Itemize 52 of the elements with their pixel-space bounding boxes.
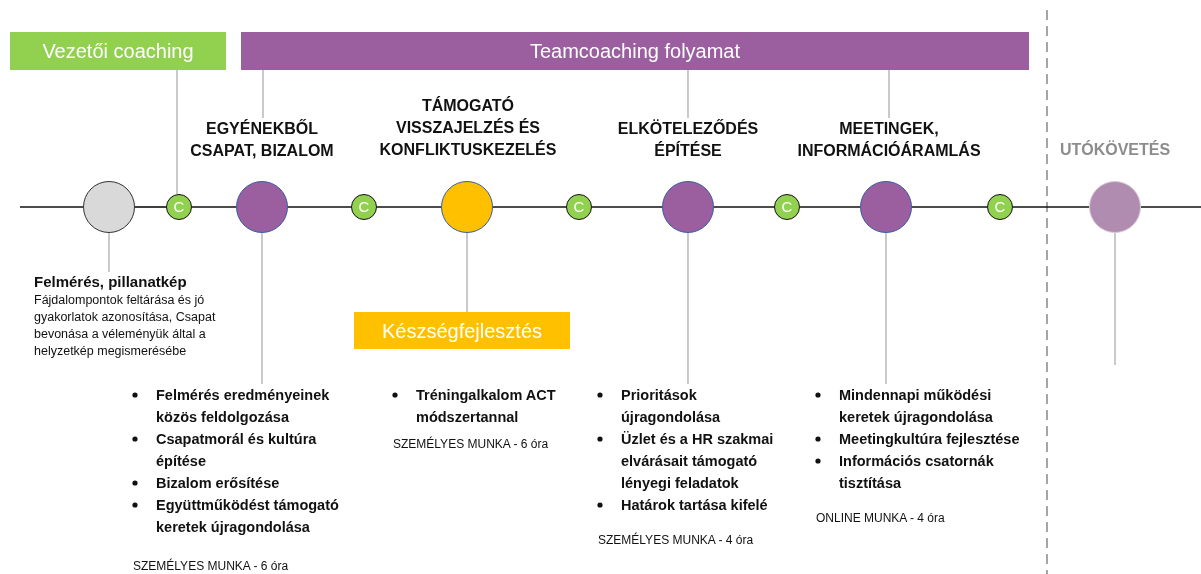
- list-item: Bizalom erősítése: [156, 474, 280, 493]
- list-item: Üzlet és a HR szakmai elvárásait támogató lényegi feladatok: [621, 430, 775, 493]
- timeline-line: [1012, 206, 1090, 208]
- timeline-line: [492, 206, 567, 208]
- timeline-line: [19, 206, 84, 208]
- leader-line: [262, 69, 264, 119]
- step-description: Fájdalompontok feltárása és jó gyakorlatok azonosítása, Csapat bevonása a véleményük által a helyzetkép megismerésébe: [34, 292, 217, 360]
- phase-banner: Készségfejlesztés: [354, 312, 570, 349]
- coaching-marker: C: [166, 194, 192, 220]
- leader-line: [687, 69, 689, 119]
- list-item: Csapatmorál és kultúra építése: [156, 430, 318, 471]
- leader-line: [885, 232, 887, 385]
- leader-line: [176, 69, 178, 195]
- work-note: SZEMÉLYES MUNKA - 6 óra: [133, 558, 290, 574]
- leader-line: [108, 232, 110, 273]
- list-item: Felmérés eredményeinek közös feldolgozása: [156, 386, 331, 427]
- list-item: Prioritások újragondolása: [621, 386, 722, 427]
- phase-heading: MEETINGEK, INFORMÁCIÓÁRAMLÁS: [779, 118, 999, 162]
- leader-line: [1114, 232, 1116, 366]
- leader-line: [261, 232, 263, 385]
- list-item: Határok tartása kifelé: [621, 496, 768, 515]
- timeline-line: [713, 206, 775, 208]
- work-note: SZEMÉLYES MUNKA - 6 óra: [393, 436, 550, 452]
- phase-heading: ELKÖTELEZŐDÉS ÉPÍTÉSE: [603, 118, 773, 162]
- work-note: ONLINE MUNKA - 4 óra: [816, 510, 946, 526]
- list-item: Mindennapi működési keretek újragondolása: [839, 386, 994, 427]
- timeline-line: [1140, 206, 1201, 208]
- leader-line: [687, 232, 689, 385]
- coaching-marker: C: [774, 194, 800, 220]
- timeline-line: [911, 206, 988, 208]
- list-item: Információs csatornák tisztítása: [839, 452, 995, 493]
- timeline-line: [191, 206, 237, 208]
- list-item: Tréningalkalom ACT módszertannal: [416, 386, 557, 427]
- phase-heading: TÁMOGATÓ VISSZAJELZÉS ÉS KONFLIKTUSKEZELÉS: [378, 95, 558, 160]
- timeline-line: [287, 206, 352, 208]
- timeline-line: [134, 206, 167, 208]
- timeline-line: [591, 206, 663, 208]
- work-note: SZEMÉLYES MUNKA - 4 óra: [598, 532, 755, 548]
- timeline-line: [799, 206, 861, 208]
- list-item: Meetingkultúra fejlesztése: [839, 430, 1020, 449]
- phase-banner: Teamcoaching folyamat: [241, 32, 1029, 70]
- step-title: Felmérés, pillanatkép: [34, 272, 188, 292]
- leader-line: [466, 232, 468, 313]
- timeline-line: [376, 206, 442, 208]
- coaching-marker: C: [351, 194, 377, 220]
- leader-line: [888, 69, 890, 119]
- phase-heading: UTÓKÖVETÉS: [1058, 139, 1172, 160]
- coaching-marker: C: [987, 194, 1013, 220]
- phase-heading: EGYÉNEKBŐL CSAPAT, BIZALOM: [172, 118, 352, 162]
- coaching-marker: C: [566, 194, 592, 220]
- phase-banner: Vezetői coaching: [10, 32, 226, 70]
- list-item: Együttműködést támogató keretek újragondolása: [156, 496, 340, 537]
